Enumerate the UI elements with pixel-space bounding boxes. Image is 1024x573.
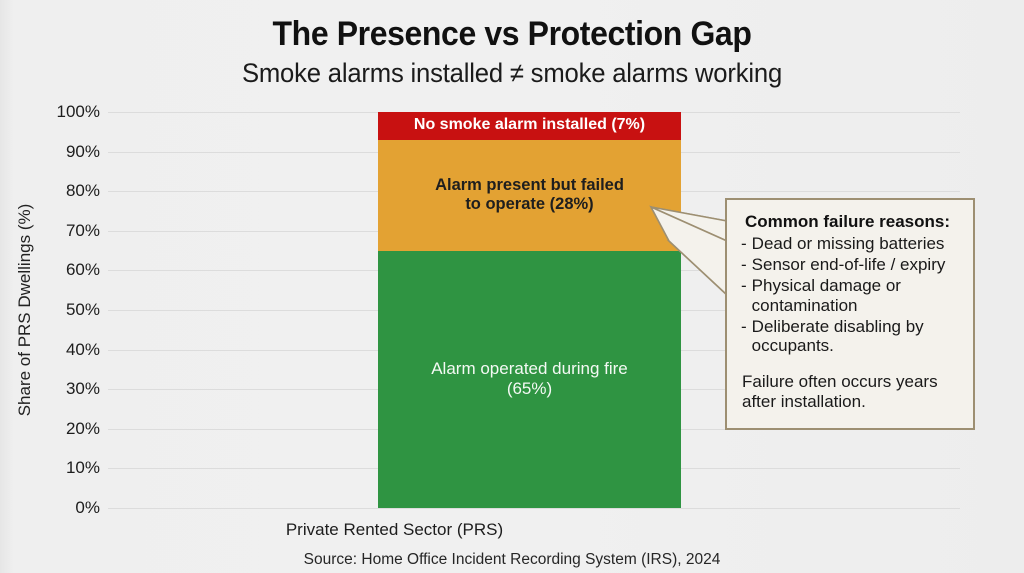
x-axis-label: Private Rented Sector (PRS) [285,520,504,539]
y-tick-label: 80% [65,181,100,201]
bar-segment-failed-to-operate[interactable]: Alarm present but failed to operate (28%… [378,139,681,251]
callout-item-text: Sensor end-of-life / expiry [751,254,946,274]
bar-segment-label: Alarm present but failed to operate (28%… [435,175,624,214]
callout-note: Failure often occurs years after install… [742,372,938,412]
bar-segment-alarm-operated[interactable]: Alarm operated during fire (65%) [378,250,681,508]
callout-item-text: Dead or missing batteries [751,234,945,253]
y-tick-label: 100% [56,102,100,121]
bar-segment-no-alarm[interactable]: No smoke alarm installed (7%) [378,112,681,140]
y-tick-label: 60% [65,260,100,280]
callout-box: Common failure reasons: - Dead or missin… [725,198,975,430]
callout-list-item: - Sensor end-of-life / expiry [741,255,961,275]
y-tick-label: 10% [65,458,100,478]
callout-dash: - [741,254,747,274]
callout-dash: - [741,316,747,336]
chart-subtitle: Smoke alarms installed ≠ smoke alarms wo… [241,58,783,88]
callout-heading: Common failure reasons: [745,212,950,231]
callout-item-text: Deliberate disabling by occupants. [751,316,924,356]
bar-segment-label: Alarm operated during fire (65%) [431,359,628,399]
bar-segment-label: No smoke alarm installed (7%) [413,116,646,134]
callout-list-item: - Dead or missing batteries [741,234,961,254]
callout-dash: - [741,275,747,295]
callout-dash: - [741,234,747,253]
y-tick-label: 20% [65,418,100,438]
gridline [108,508,960,509]
y-tick-label: 90% [65,141,100,161]
chart-title: The Presence vs Protection Gap [272,15,752,53]
y-tick-label: 50% [65,300,100,319]
y-tick-label: 30% [65,379,100,399]
y-tick-label: 40% [65,339,100,359]
source-note: Source: Home Office Incident Recording S… [303,551,721,568]
y-tick-label: 70% [65,220,100,240]
y-tick-label: 0% [75,498,100,517]
callout-list-item: - Physical damage or contamination [741,276,961,316]
callout-item-text: Physical damage or contamination [751,275,901,315]
callout-list-item: - Deliberate disabling by occupants. [741,317,961,357]
